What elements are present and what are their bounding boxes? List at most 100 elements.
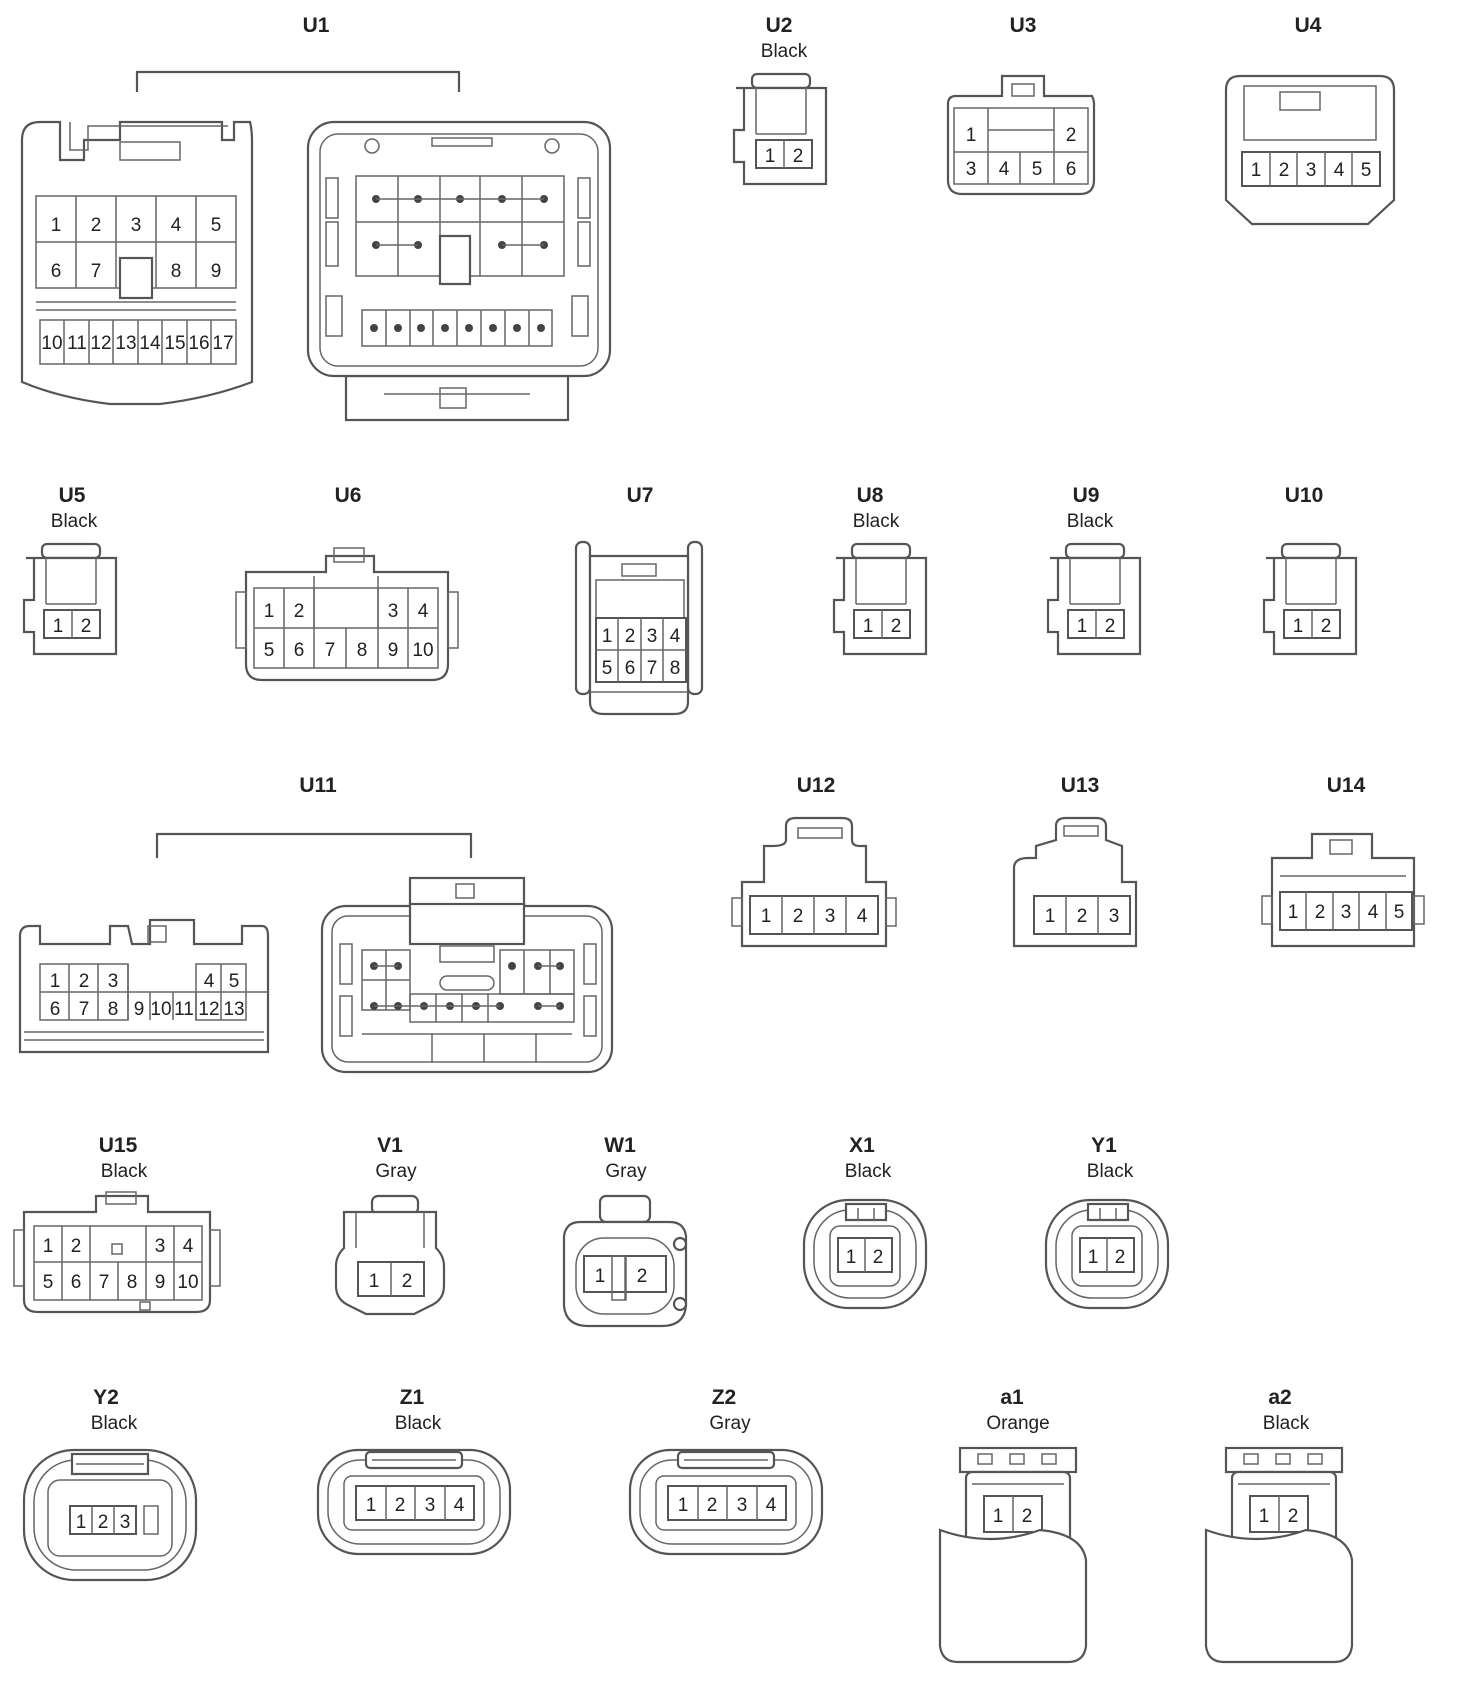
pin-label: 8: [670, 658, 681, 679]
pin-label: 12: [90, 333, 111, 354]
pin-label: 7: [647, 658, 658, 679]
connector-id: U4: [1295, 14, 1322, 37]
pin-label: 7: [79, 999, 90, 1020]
connector-U13: U13 1 2 3: [1012, 774, 1138, 948]
pin-label: 2: [1077, 906, 1088, 927]
pin-label: 2: [793, 146, 804, 167]
pin-label: 1: [1045, 906, 1056, 927]
connector-id: X1: [849, 1134, 875, 1157]
pin-label: 10: [412, 640, 433, 661]
connector-U6: U6 1 2 3 4 5 6 7 8 9 10: [235, 484, 459, 682]
pin-label: 2: [1066, 125, 1077, 146]
pin-label: 2: [71, 1236, 82, 1257]
pin-label: 4: [1368, 902, 1379, 923]
pin-label: 3: [388, 601, 399, 622]
pin-label: 1: [761, 906, 772, 927]
connector-id: U13: [1061, 774, 1100, 797]
connector-Y2: Y2 Black 1 2 3: [22, 1386, 198, 1582]
pin-label: 1: [1251, 160, 1262, 181]
pin-label: 14: [139, 333, 161, 354]
color-label: Black: [395, 1413, 442, 1434]
connector-U3: U3 1 2 3 4 5 6: [946, 14, 1096, 196]
color-label: Gray: [709, 1413, 751, 1434]
connector-U9: U9 Black 1 2: [1046, 484, 1142, 656]
connector-U11: U11 1 2 3 4 5 6 7 8 9 10 11 12 13: [18, 774, 614, 1074]
pin-label: 1: [1288, 902, 1299, 923]
connector-id: U14: [1327, 774, 1366, 797]
pin-label: 9: [155, 1272, 166, 1293]
pin-label: 17: [212, 333, 233, 354]
pin-label: 1: [1293, 616, 1304, 637]
pin-label: 4: [1334, 160, 1345, 181]
pin-label: 5: [1361, 160, 1372, 181]
pin-label: 1: [1077, 616, 1088, 637]
connector-id: U6: [335, 484, 362, 507]
connector-id: V1: [377, 1134, 403, 1157]
pin-label: 1: [678, 1495, 689, 1516]
pin-label: 6: [625, 658, 636, 679]
connector-U1: U1 1 2 3 4 5 6 7 8 9 10 11 12 13 1: [20, 14, 612, 422]
pin-label: 3: [1306, 160, 1317, 181]
pin-label: 5: [229, 971, 240, 992]
pin-label: 2: [1315, 902, 1326, 923]
pin-label: 1: [51, 215, 62, 236]
pin-label: 5: [1032, 159, 1043, 180]
color-label: Black: [91, 1413, 138, 1434]
connector-id: a1: [1000, 1386, 1024, 1409]
pin-label: 6: [50, 999, 61, 1020]
connector-U7: U7 1 2 3 4 5 6 7 8: [574, 484, 704, 716]
pin-label: 3: [1109, 906, 1120, 927]
pin-label: 2: [1288, 1506, 1299, 1527]
pin-label: 4: [766, 1495, 777, 1516]
connector-a1: a1 Orange 1 2: [938, 1386, 1088, 1664]
connector-V1: V1 Gray 1 2: [334, 1134, 446, 1316]
color-label: Gray: [605, 1161, 647, 1182]
connector-id: U9: [1073, 484, 1100, 507]
color-label: Black: [761, 41, 808, 62]
pin-label: 1: [366, 1495, 377, 1516]
pin-label: 3: [966, 159, 977, 180]
pin-label: 1: [765, 146, 776, 167]
pin-label: 2: [1105, 616, 1116, 637]
pin-label: 8: [357, 640, 368, 661]
connector-a2: a2 Black 1 2: [1204, 1386, 1354, 1664]
connector-id: U1: [303, 14, 330, 37]
pin-label: 2: [395, 1495, 406, 1516]
connector-id: U8: [857, 484, 884, 507]
pin-label: 2: [891, 616, 902, 637]
pin-label: 4: [183, 1236, 194, 1257]
pin-label: 11: [174, 999, 194, 1020]
pin-label: 3: [108, 971, 119, 992]
pin-label: 4: [857, 906, 868, 927]
pin-label: 2: [873, 1247, 884, 1268]
connector-id: Y1: [1091, 1134, 1117, 1157]
color-label: Black: [1087, 1161, 1134, 1182]
pin-label: 3: [825, 906, 836, 927]
pin-label: 7: [325, 640, 336, 661]
pin-label: 2: [81, 616, 92, 637]
pin-label: 1: [602, 626, 613, 647]
pin-label: 1: [53, 616, 64, 637]
pin-label: 9: [134, 999, 145, 1020]
pin-label: 13: [115, 333, 136, 354]
pin-label: 3: [737, 1495, 748, 1516]
connector-id: Z1: [400, 1386, 425, 1409]
pin-label: 12: [198, 999, 219, 1020]
color-label: Black: [1263, 1413, 1310, 1434]
connector-id: Y2: [93, 1386, 119, 1409]
connector-U10: U10 1 2: [1262, 484, 1358, 656]
pin-label: 4: [999, 159, 1010, 180]
connector-U15: U15 Black 1 2 3 4 5 6 7 8 9 10: [13, 1134, 221, 1314]
pin-label: 2: [625, 626, 636, 647]
connector-id: U7: [627, 484, 654, 507]
pin-label: 5: [211, 215, 222, 236]
pin-label: 6: [71, 1272, 82, 1293]
pin-label: 15: [164, 333, 185, 354]
pin-label: 1: [863, 616, 874, 637]
pin-label: 4: [670, 626, 681, 647]
pin-label: 1: [264, 601, 275, 622]
connector-id: U5: [59, 484, 86, 507]
pin-label: 1: [993, 1506, 1004, 1527]
pin-label: 2: [707, 1495, 718, 1516]
